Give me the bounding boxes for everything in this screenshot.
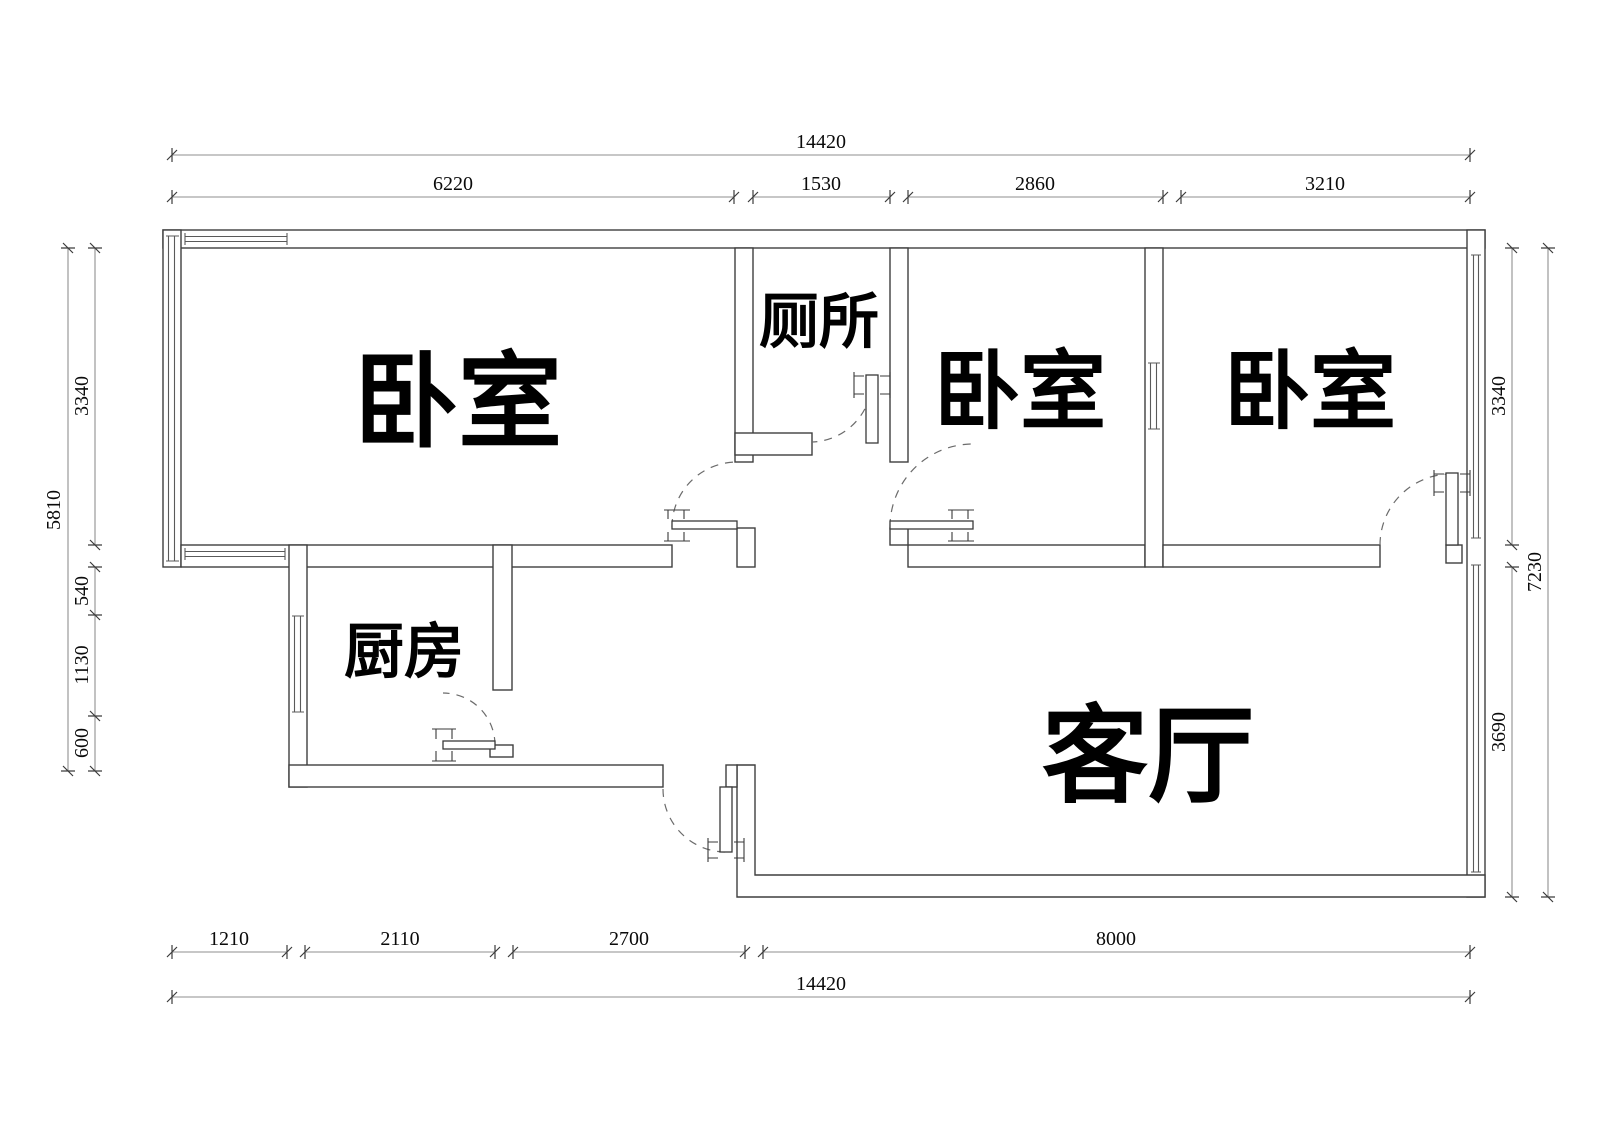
dimension-right-overall: 7230	[1524, 242, 1555, 903]
jamb-entry-door	[725, 764, 738, 788]
toilet-door-leaf	[865, 374, 879, 444]
dim-bottom-overall-value: 14420	[796, 973, 846, 995]
bedroom3-door	[1379, 470, 1471, 546]
bedroom-middle-label: 卧室	[934, 344, 1106, 440]
toilet-door	[811, 372, 891, 444]
bedroom-right-label: 卧室	[1224, 344, 1396, 440]
jamb-bedroom2-door	[889, 527, 909, 546]
kitchen-door-leaf	[442, 740, 496, 750]
dim-left-seg3-value: 1130	[71, 645, 93, 684]
wall-kitchen-right-stub	[492, 544, 513, 691]
toilet-door-swing-arc	[811, 379, 873, 443]
kitchen-door-swing-arc	[442, 692, 496, 746]
bedroom3-door-leaf	[1445, 472, 1459, 546]
wall-livingroom-left-bottom	[736, 764, 1486, 898]
window-bedroom2-3-divider	[1148, 362, 1160, 430]
bedroom2-door-leaf	[889, 520, 974, 530]
jamb-kitchen-door	[489, 744, 514, 758]
kitchen-label: 厨房	[344, 619, 464, 686]
wall-kitchen-left	[288, 544, 308, 788]
entry-door-leaf	[719, 786, 733, 853]
bedroom3-door-swing-arc	[1379, 473, 1452, 546]
dimension-top-segments: 6220 1530 2860 3210	[166, 173, 1476, 204]
wall-left	[162, 229, 182, 568]
wall-toilet-right	[889, 247, 909, 463]
dim-bottom-seg3-value: 2700	[609, 928, 649, 950]
dim-left-seg4-value: 600	[71, 728, 93, 758]
dim-right-overall-value: 7230	[1524, 552, 1546, 592]
dim-left-seg2-value: 540	[71, 576, 93, 606]
dim-top-seg3-value: 2860	[1015, 173, 1055, 195]
dimension-top-overall: 14420	[166, 131, 1476, 162]
room-labels: 卧室 厕所 卧室 卧室 厨房 客厅	[344, 289, 1396, 817]
jamb-bedroom1-door	[736, 527, 756, 568]
wall-toilet-left	[734, 247, 754, 463]
window-left-wall	[166, 235, 179, 562]
entry-door-swing-arc	[662, 788, 727, 853]
dim-bottom-seg1-value: 1210	[209, 928, 249, 950]
bedroom1-door	[664, 461, 738, 542]
dimension-left-overall: 5810	[43, 242, 75, 777]
doors	[432, 372, 1471, 862]
bedroom1-door-leaf	[671, 520, 738, 530]
window-right-wall-upper	[1471, 254, 1481, 539]
dim-right-seg1-value: 3340	[1488, 376, 1510, 416]
wall-bedroom2-bottom	[907, 544, 1146, 568]
window-bedroom1-bottom	[184, 548, 286, 560]
jamb-bedroom3-door	[1445, 544, 1463, 564]
wall-bedroom2-3-divider	[1144, 247, 1164, 568]
wall-top	[162, 229, 1486, 249]
bedroom3-door-hinge-icon	[1433, 470, 1471, 496]
wall-right	[1466, 229, 1486, 898]
bedroom2-door	[889, 443, 974, 542]
dim-bottom-seg2-value: 2110	[380, 928, 419, 950]
dim-top-seg4-value: 3210	[1305, 173, 1345, 195]
window-right-wall-lower	[1471, 564, 1481, 873]
wall-kitchen-bottom	[288, 764, 664, 788]
entry-door-hinge-icon	[707, 838, 745, 862]
kitchen-door	[432, 692, 496, 762]
dimension-bottom-overall: 14420	[166, 973, 1476, 1004]
dim-right-seg2-value: 3690	[1488, 712, 1510, 752]
wall-toilet-bottom	[734, 432, 813, 456]
dim-bottom-seg4-value: 8000	[1096, 928, 1136, 950]
bedroom-left-label: 卧室	[354, 345, 562, 461]
bedroom2-door-swing-arc	[889, 443, 974, 528]
window-kitchen-left	[292, 615, 304, 713]
entry-door	[662, 786, 745, 862]
dim-left-seg1-value: 3340	[71, 376, 93, 416]
window-top-left	[184, 233, 288, 245]
dimension-right-segments: 3340 3690	[1488, 242, 1519, 903]
dim-left-overall-value: 5810	[43, 490, 65, 530]
toilet-door-hinge-icon	[853, 372, 891, 398]
dimension-left-segments: 3340 540 1130 600	[71, 242, 102, 777]
dim-top-seg1-value: 6220	[433, 173, 473, 195]
walls	[162, 229, 1486, 898]
dim-top-seg2-value: 1530	[801, 173, 841, 195]
dim-top-overall-value: 14420	[796, 131, 846, 153]
windows	[166, 233, 1481, 873]
bedroom1-door-swing-arc	[671, 461, 738, 528]
toilet-label: 厕所	[759, 289, 879, 356]
wall-bedroom3-bottom	[1162, 544, 1381, 568]
bedroom2-door-hinge-icon	[948, 509, 974, 542]
dimension-bottom-segments: 1210 2110 2700 8000	[166, 928, 1476, 959]
bedroom1-door-hinge-icon	[664, 509, 690, 542]
living-room-label: 客厅	[1042, 698, 1254, 816]
kitchen-door-hinge-icon	[432, 728, 456, 762]
